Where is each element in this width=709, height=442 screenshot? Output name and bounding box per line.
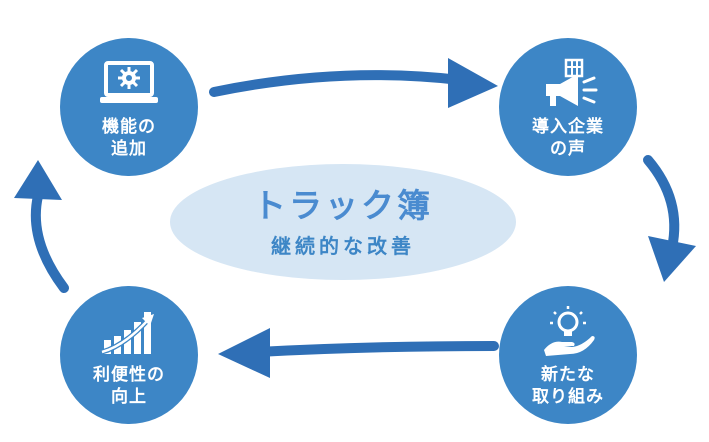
growth-chart-icon (98, 306, 160, 358)
node-new-initiative: 新たな 取り組み (499, 286, 637, 424)
arrow-left (14, 160, 69, 293)
node-label-line1: 利便性の (93, 365, 165, 385)
center-subtitle: 継続的な改善 (271, 233, 415, 258)
node-label-line1: 導入企業 (532, 117, 604, 137)
building-megaphone-icon (536, 58, 600, 110)
node-label-line2: 追加 (111, 139, 147, 159)
node-label-line2: 向上 (111, 387, 147, 407)
node-usability-improvement: 利便性の 向上 (60, 286, 198, 424)
node-label-line2: 取り組み (532, 387, 604, 407)
node-label-line1: 機能の (102, 117, 156, 137)
node-label-line2: の声 (550, 139, 586, 159)
node-feature-addition: 機能の 追加 (60, 38, 198, 176)
node-label: 利便性の 向上 (93, 364, 165, 408)
center-title: トラック簿 (253, 185, 433, 225)
node-label-line1: 新たな (541, 365, 595, 385)
lightbulb-hand-icon (538, 306, 598, 358)
arrow-right (643, 155, 696, 282)
center-ellipse: トラック簿 継続的な改善 (170, 164, 516, 280)
arrow-top (209, 58, 498, 108)
arrow-bottom (218, 328, 499, 378)
laptop-gear-icon (98, 58, 160, 110)
node-customer-voice: 導入企業 の声 (499, 38, 637, 176)
node-label: 機能の 追加 (102, 116, 156, 160)
node-label: 新たな 取り組み (532, 364, 604, 408)
node-label: 導入企業 の声 (532, 116, 604, 160)
